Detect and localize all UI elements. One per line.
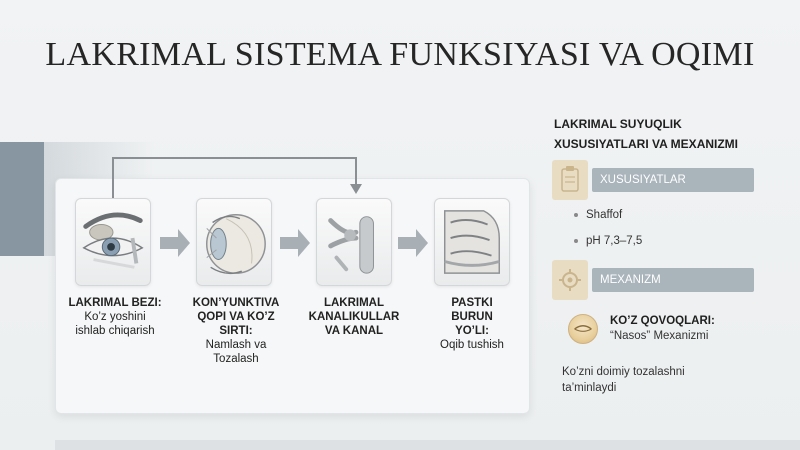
step-3-heading-line-3: VA KANAL	[324, 325, 384, 337]
page-title: LAKRIMAL SISTEMA FUNKSIYASI VA OQIMI	[45, 36, 755, 73]
side-heading: LAKRIMAL SUYUQLIK XUSUSIYATLARI VA MEXAN…	[554, 114, 794, 154]
step-2-label: KON’YUNKTIVA QOPI VA KO’Z SIRTI: Namlash…	[178, 296, 294, 366]
property-item-2: pH 7,3–7,5	[573, 235, 643, 247]
step-2-desc-line-2: Tozalash	[213, 353, 259, 365]
property-item-1: Shaffof	[573, 209, 623, 221]
properties-panel: LAKRIMAL SUYUQLIK XUSUSIYATLARI VA MEXAN…	[540, 100, 800, 420]
mechanism-note-line-2: ta’minlaydi	[562, 382, 617, 394]
step-3-label: LAKRIMAL KANALIKULLAR VA KANAL	[300, 296, 408, 338]
clipboard-icon	[552, 160, 588, 200]
lacrimal-ducts-icon	[328, 216, 374, 274]
step-lacrimal-gland-image	[75, 198, 151, 286]
step-3-heading-line-1: LAKRIMAL	[323, 297, 385, 309]
side-heading-line-1: LAKRIMAL SUYUQLIK	[554, 117, 682, 131]
step-4-label: PASTKI BURUN YO’LI: Oqib tushish	[424, 296, 520, 352]
step-1-label: LAKRIMAL BEZI: Ko’z yoshini ishlab chiqa…	[60, 296, 170, 338]
step-conjunctiva-image	[196, 198, 272, 286]
nasal-cavity-icon	[444, 210, 500, 274]
step-canaliculi-image	[316, 198, 392, 286]
step-2-desc-line-1: Namlash va	[205, 339, 267, 351]
step-1-desc-line-2: ishlab chiqarish	[75, 325, 155, 337]
flow-arrow-1	[160, 229, 190, 257]
step-4-desc-line-1: Oqib tushish	[440, 339, 504, 351]
flow-arrow-3	[398, 229, 428, 257]
properties-label: XUSUSIYATLAR	[592, 168, 754, 192]
pump-desc: “Nasos” Mexanizmi	[610, 330, 709, 342]
mechanism-label: MEXANIZM	[592, 268, 754, 292]
step-1-heading: LAKRIMAL BEZI:	[68, 297, 162, 309]
step-2-heading-line-1: KON’YUNKTIVA	[192, 297, 280, 309]
side-heading-line-2: XUSUSIYATLARI VA MEXANIZMI	[554, 137, 739, 151]
gear-icon	[552, 260, 588, 300]
decorative-strip	[0, 142, 44, 256]
mechanism-note-line-1: Ko’zni doimiy tozalashni	[562, 366, 685, 378]
flow-arrow-2	[280, 229, 310, 257]
step-4-heading-line-2: BURUN	[451, 311, 493, 323]
step-2-heading-line-2: QOPI VA KO’Z	[197, 311, 275, 323]
pump-title: KO’Z QOVOQLARI:	[610, 315, 715, 327]
eyeball-icon	[206, 214, 266, 275]
step-3-heading-line-2: KANALIKULLAR	[308, 311, 400, 323]
step-4-heading-line-3: YO’LI:	[455, 325, 489, 337]
step-1-desc-line-1: Ko’z yoshini	[84, 311, 146, 323]
eyelid-pump-icon	[568, 314, 598, 344]
eye-lacrimal-gland-icon	[82, 212, 144, 269]
step-4-heading-line-1: PASTKI	[451, 297, 493, 309]
bottom-divider	[55, 440, 800, 450]
step-2-heading-line-3: SIRTI:	[219, 325, 253, 337]
mechanism-note: Ko’zni doimiy tozalashni ta’minlaydi	[562, 364, 685, 396]
step-nasal-image	[434, 198, 510, 286]
